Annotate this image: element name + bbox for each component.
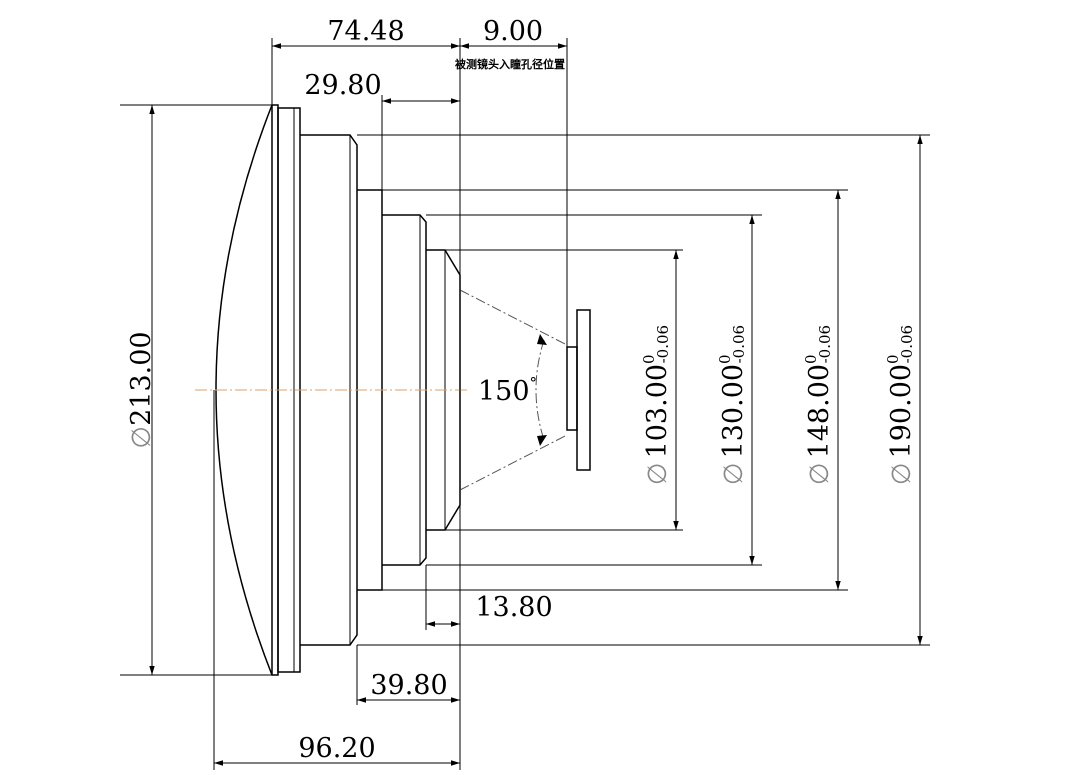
diameter-value: 190.00: [886, 364, 917, 458]
dim-overall-length: 74.48: [327, 16, 404, 47]
diameter-symbol-icon: ∅: [127, 426, 157, 449]
dim-mid-step: 39.80: [370, 670, 447, 701]
diameter-value: 103.00: [642, 364, 673, 458]
diameter-symbol-icon: ∅: [719, 462, 749, 485]
dim-flange-step: 29.80: [304, 70, 381, 101]
dimension-lines: [149, 43, 923, 766]
field-angle-label: 150°: [478, 374, 537, 407]
dim-total-length: 96.20: [298, 733, 375, 764]
diameter-symbol-icon: ∅: [805, 462, 835, 485]
svg-text:∅190.000-0.06: ∅ 190.000-0.06: [884, 325, 917, 485]
image-plane-small: [566, 346, 578, 431]
diameter-label-190: ∅ 190.000-0.06: [884, 325, 917, 485]
tolerance-upper: 0: [802, 354, 820, 364]
diameter-value: 130.00: [718, 364, 749, 458]
fov-angle-arc: [535, 339, 545, 441]
diameter-label-130: ∅ 130.000-0.06: [716, 325, 749, 485]
extension-lines: [120, 38, 930, 770]
dim-rear-step: 13.80: [475, 592, 552, 623]
svg-text:∅103.000-0.06: ∅ 103.000-0.06: [640, 325, 673, 485]
tolerance-upper: 0: [716, 354, 734, 364]
diameter-value: 148.00: [804, 364, 835, 458]
field-angle-value: 150: [478, 376, 530, 407]
tolerance-upper: 0: [884, 354, 902, 364]
tolerance-lower: -0.06: [730, 325, 748, 363]
front-diameter-value: 213.00: [126, 331, 157, 425]
diameter-symbol-icon: ∅: [887, 462, 917, 485]
field-angle-unit: °: [530, 374, 538, 392]
front-diameter-label: ∅213.00: [126, 331, 157, 448]
tolerance-lower: -0.06: [816, 325, 834, 363]
diameter-label-148: ∅ 148.000-0.06: [802, 325, 835, 485]
image-plane-mount: [576, 309, 591, 471]
fov-ray-lower: [459, 434, 568, 491]
dim-back-offset: 9.00: [483, 16, 543, 47]
fov-ray-upper: [459, 289, 568, 346]
svg-text:∅130.000-0.06: ∅ 130.000-0.06: [716, 325, 749, 485]
svg-text:∅148.000-0.06: ∅ 148.000-0.06: [802, 325, 835, 485]
tolerance-upper: 0: [640, 354, 658, 364]
tolerance-lower: -0.06: [898, 325, 916, 363]
entrance-pupil-note: 被测镜头入瞳孔径位置: [455, 57, 565, 71]
diameter-symbol-icon: ∅: [643, 462, 673, 485]
diameter-label-103: ∅ 103.000-0.06: [640, 325, 673, 485]
tolerance-lower: -0.06: [654, 325, 672, 363]
svg-text:∅213.00: ∅213.00: [126, 331, 157, 448]
barrel-step-190: [300, 134, 358, 646]
